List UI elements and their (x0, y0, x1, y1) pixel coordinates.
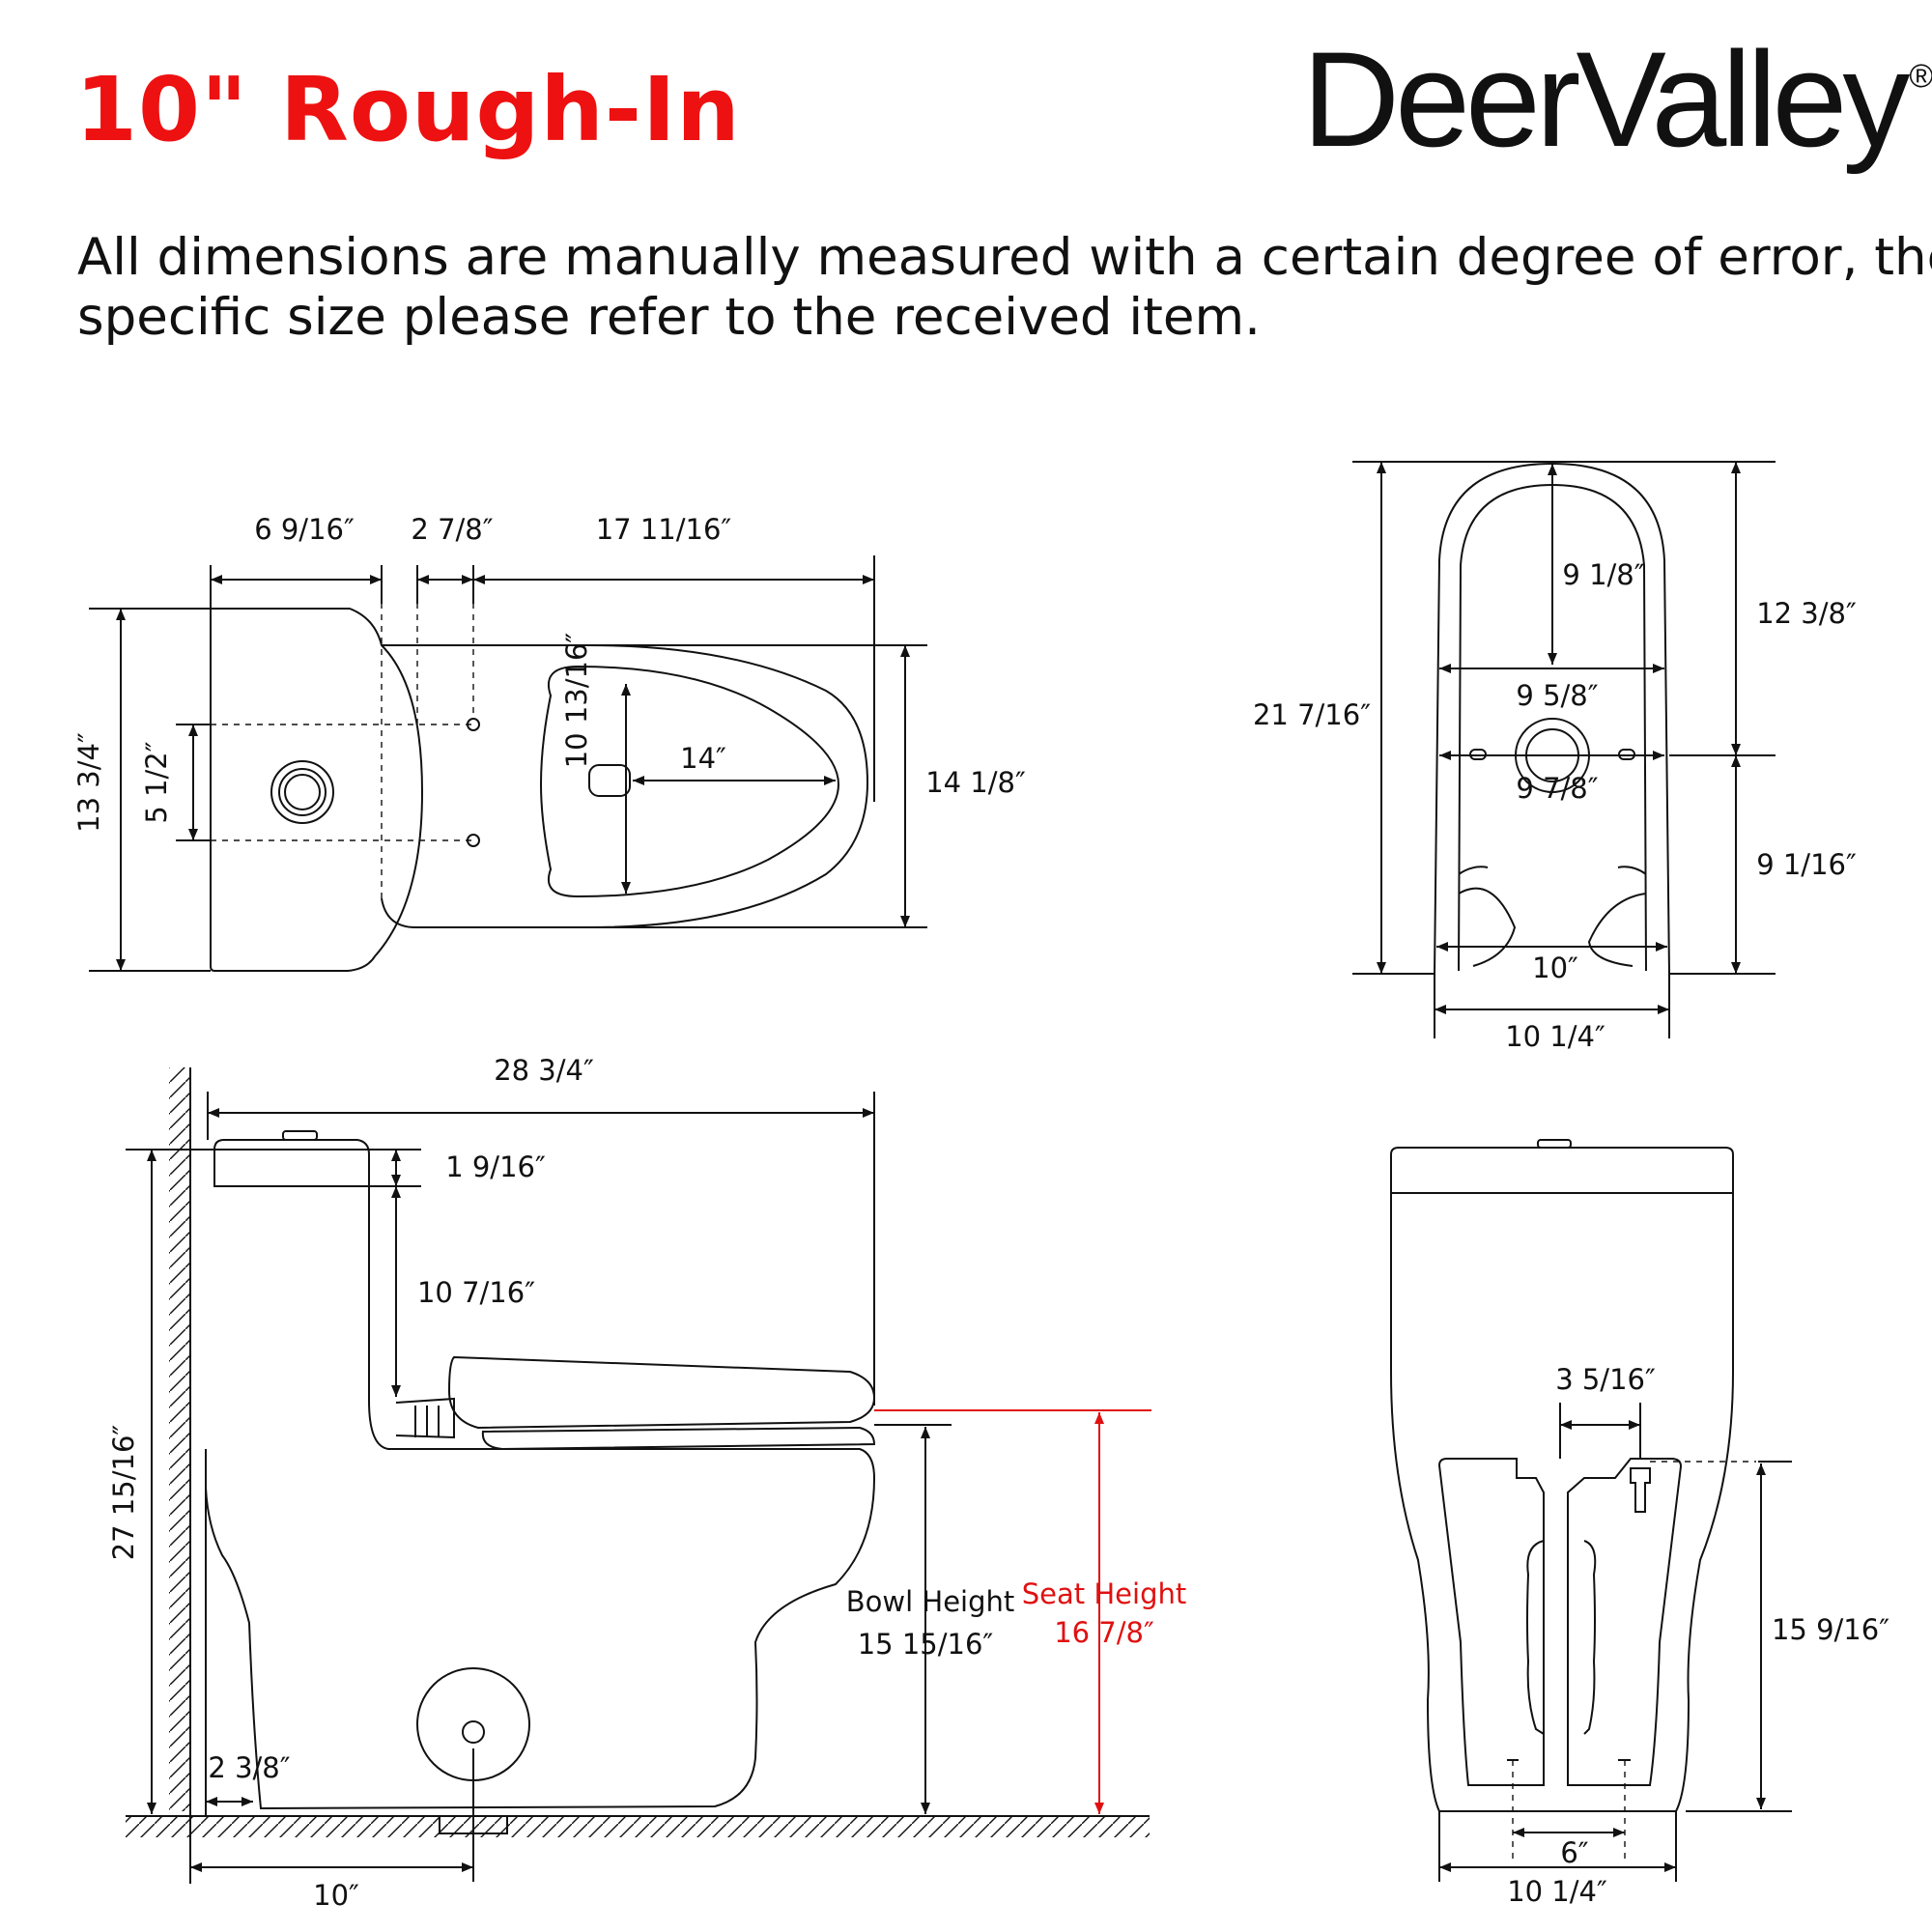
lid-height-label: 1 9/16″ (445, 1151, 546, 1183)
back-inner-height-label: 9 1/8″ (1562, 558, 1644, 591)
top-view-bowl (381, 644, 869, 928)
gap-label: 2 7/8″ (411, 513, 493, 546)
top-view-tank (210, 608, 424, 972)
registered-mark: ® (1909, 58, 1932, 95)
side-view (126, 1067, 1151, 1884)
top-view-labels: 6 9/16″ 2 7/8″ 17 11/16″ 13 3/4″ 5 1/2″ … (72, 513, 1026, 833)
front-lid-button (1537, 1139, 1572, 1149)
floor-hatch (126, 1816, 1150, 1837)
bowl-height-label: Bowl Height (846, 1585, 1015, 1618)
total-depth-label: 13 3/4″ (72, 732, 105, 833)
back-bolt-width-label: 9 7/8″ (1516, 772, 1598, 805)
front-base-height-label: 15 9/16″ (1772, 1613, 1889, 1646)
back-upper-height-label: 12 3/8″ (1756, 597, 1857, 630)
seat-hinge-side (395, 1397, 455, 1439)
total-height-label: 27 15/16″ (107, 1425, 140, 1561)
top-view (89, 555, 927, 972)
disclaimer-line-1: All dimensions are manually measured wit… (77, 228, 1932, 287)
front-fill-valve (1630, 1467, 1651, 1513)
lid-button (282, 1130, 318, 1141)
front-view-labels: 3 5/16″ 15 9/16″ 6″ 10 1/4″ (1507, 1363, 1889, 1908)
back-view-labels: 21 7/16″ 12 3/8″ 9 1/16″ 9 1/8″ 9 5/8″ 9… (1253, 558, 1857, 1053)
flush-button (270, 760, 334, 824)
top-view-seat-opening (539, 665, 840, 898)
back-base-inner-label: 10″ (1532, 952, 1578, 984)
front-right-cavity (1567, 1458, 1683, 1786)
seat-height-value: 16 7/8″ (1054, 1616, 1154, 1649)
wall-gap-label: 2 3/8″ (208, 1751, 290, 1784)
seat-hinge (588, 764, 631, 797)
front-bolt-spacing-label: 6″ (1560, 1836, 1588, 1869)
back-base-outer-label: 10 1/4″ (1505, 1020, 1605, 1053)
bolt-spacing-label: 5 1/2″ (140, 741, 173, 823)
overall-length-label: 28 3/4″ (494, 1054, 594, 1087)
tank-depth-label: 6 9/16″ (254, 513, 355, 546)
rough-in-label: 10″ (313, 1879, 359, 1912)
seat-height-label: Seat Height (1022, 1577, 1186, 1610)
seat-ring (481, 1426, 876, 1451)
tank-lid (213, 1139, 370, 1187)
front-base-width-label: 10 1/4″ (1507, 1875, 1607, 1908)
page-title: 10" Rough-In (75, 58, 741, 161)
opening-width-label: 10 13/16″ (560, 633, 593, 769)
bowl-length-label: 17 11/16″ (596, 513, 732, 546)
back-total-height-label: 21 7/16″ (1253, 698, 1371, 731)
back-view (1352, 461, 1776, 1038)
side-view-labels: 28 3/4″ 1 9/16″ 10 7/16″ 27 15/16″ Bowl … (107, 1054, 1186, 1912)
bowl-height-value: 15 15/16″ (858, 1628, 994, 1661)
front-offset-label: 3 5/16″ (1555, 1363, 1656, 1396)
brand-logo: DeerValley® (1302, 21, 1932, 178)
front-body (1390, 1192, 1734, 1812)
front-view (1390, 1139, 1792, 1882)
back-inner-width-label: 9 5/8″ (1516, 679, 1598, 712)
bowl-width-label: 14 1/8″ (925, 766, 1026, 799)
back-lower-height-label: 9 1/16″ (1756, 848, 1857, 881)
wall-hatch (169, 1067, 190, 1811)
seat-lid (447, 1355, 876, 1430)
opening-length-label: 14″ (680, 742, 726, 775)
front-tank (1390, 1147, 1734, 1193)
toilet-body (205, 1185, 876, 1810)
front-left-cavity (1437, 1458, 1545, 1786)
disclaimer-line-2: specific size please refer to the receiv… (77, 288, 1262, 347)
tank-height-label: 10 7/16″ (417, 1276, 535, 1309)
brand-name: DeerValley (1302, 23, 1910, 175)
